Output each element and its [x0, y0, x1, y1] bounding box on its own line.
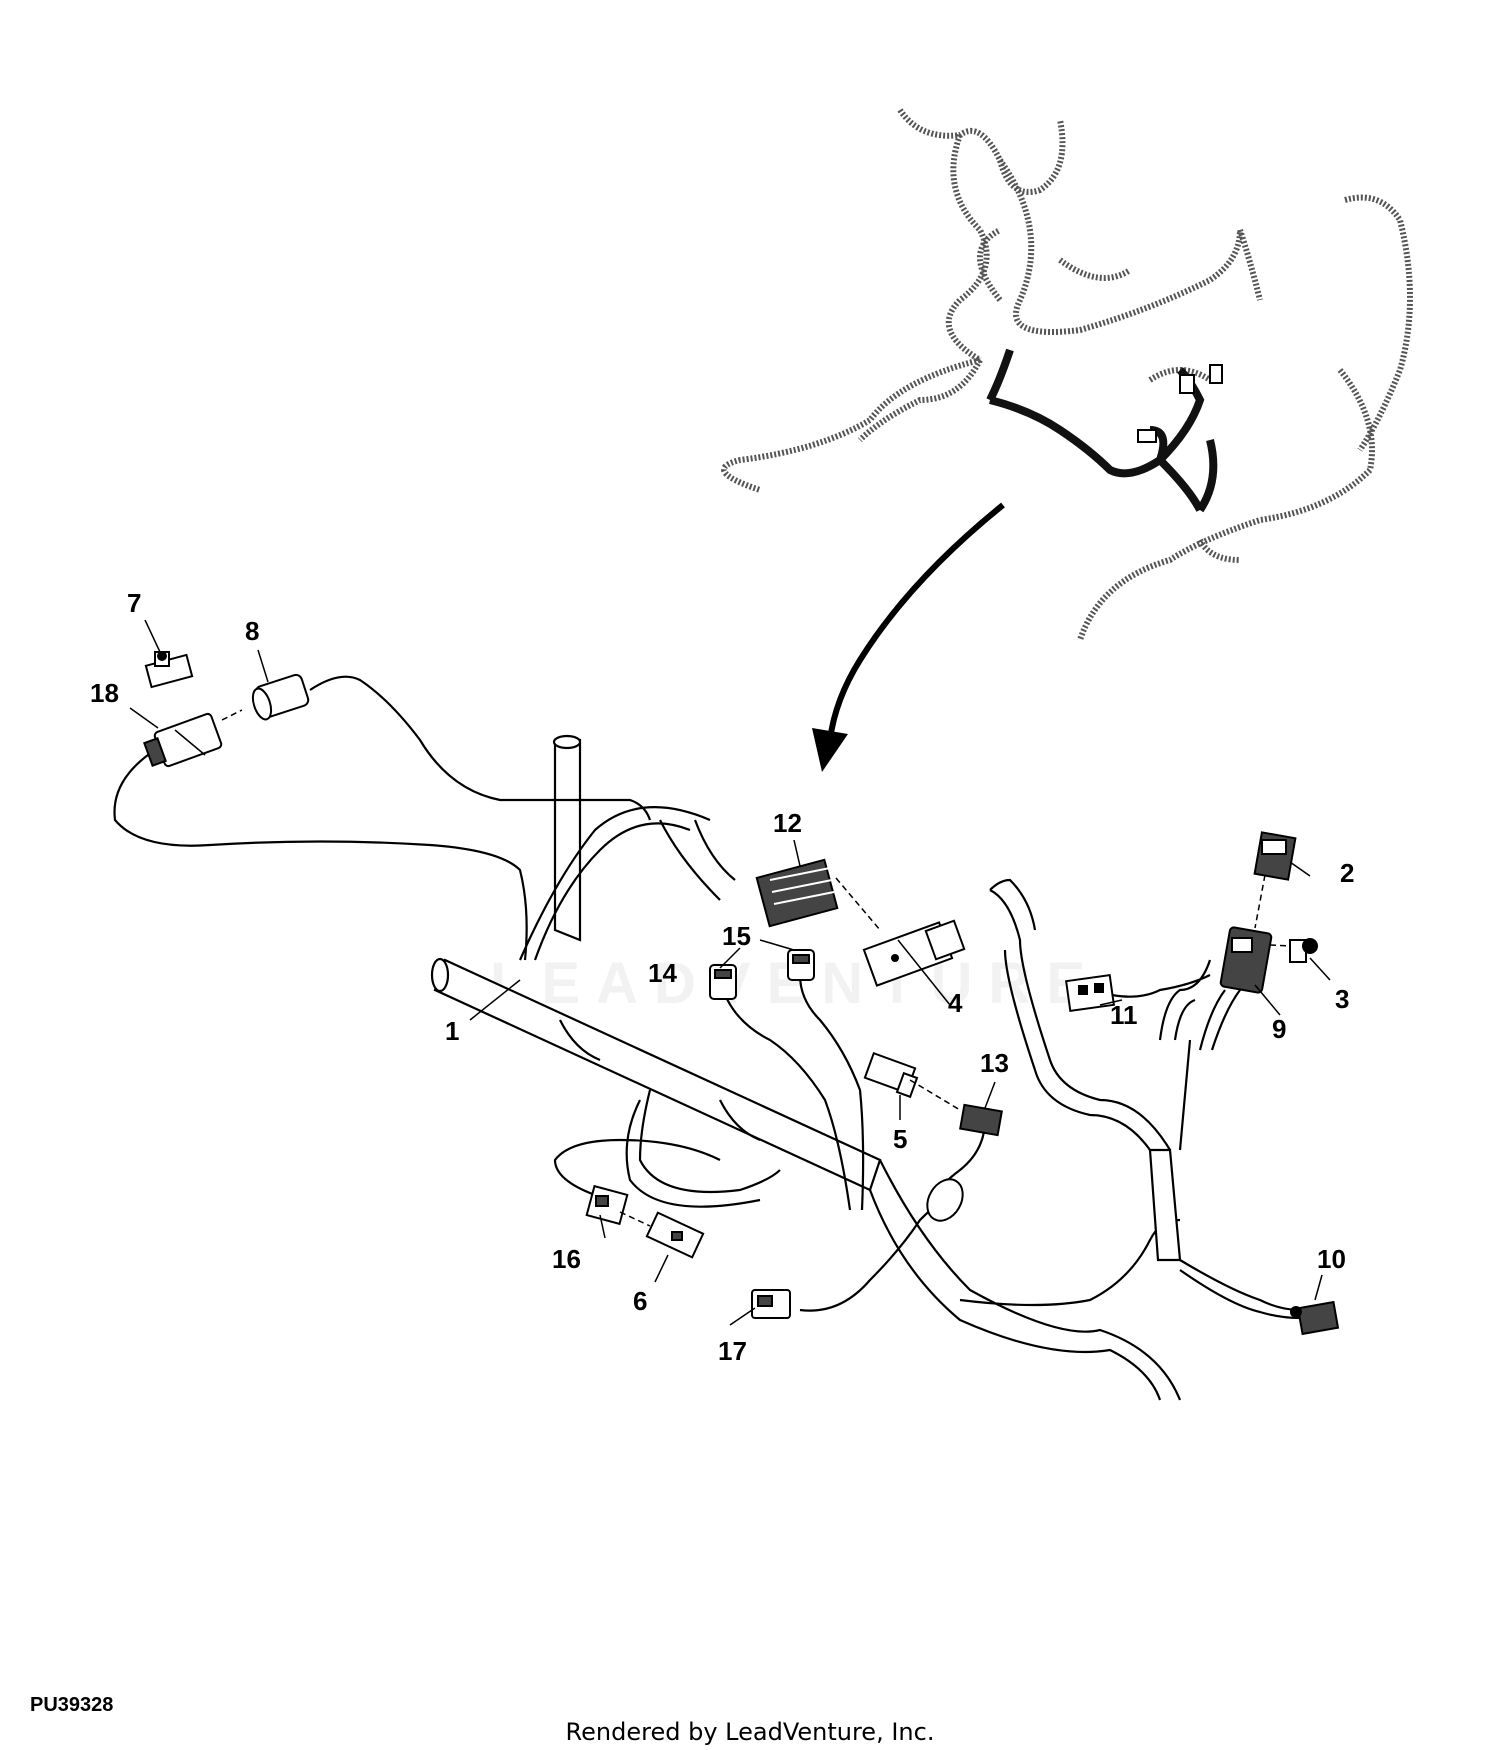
connector-item-7 [144, 651, 194, 689]
callout-10: 10 [1317, 1244, 1346, 1274]
connector-item-11 [1064, 973, 1211, 1013]
callout-2: 2 [1340, 858, 1354, 888]
callout-11: 11 [1110, 1000, 1138, 1030]
connector-item-15 [787, 949, 815, 981]
connector-item-4 [862, 919, 966, 987]
callout-14: 14 [648, 958, 677, 988]
callout-8: 8 [245, 616, 259, 646]
overview-connector-a [1137, 429, 1157, 443]
callout-5: 5 [893, 1124, 907, 1154]
callout-12: 12 [773, 808, 802, 838]
connector-item-3 [1289, 938, 1318, 963]
connector-item-16 [585, 1184, 629, 1226]
connector-item-6 [645, 1211, 705, 1259]
callout-7: 7 [127, 588, 141, 618]
overview-harness-inset [721, 108, 1413, 641]
callout-3: 3 [1335, 984, 1349, 1014]
connector-item-18 [143, 712, 223, 768]
callout-13: 13 [980, 1048, 1009, 1078]
connectors [143, 651, 1340, 1336]
connector-item-9 [1219, 926, 1273, 994]
connector-item-10 [1290, 1300, 1340, 1336]
connector-item-13 [959, 1103, 1003, 1137]
callout-16: 16 [552, 1244, 581, 1274]
connector-item-12 [755, 858, 839, 928]
callout-labels: 1 2 3 4 5 6 7 8 9 10 11 12 13 14 15 16 1… [90, 588, 1354, 1366]
connector-item-17 [751, 1289, 791, 1319]
callout-9: 9 [1272, 1014, 1286, 1044]
detail-pointer-arrow [812, 502, 1005, 772]
connector-item-5 [863, 1051, 919, 1099]
overview-connector-c [1209, 364, 1223, 384]
callout-4: 4 [948, 988, 963, 1018]
connector-item-14 [709, 964, 737, 1000]
callout-1: 1 [445, 1016, 459, 1046]
branch-wires [113, 675, 1241, 1312]
callout-18: 18 [90, 678, 119, 708]
leader-lines [129, 619, 1331, 1326]
main-harness [430, 734, 1301, 1401]
figure-id-label: PU39328 [30, 1694, 114, 1716]
callout-17: 17 [718, 1336, 747, 1366]
overview-connector-b [1179, 374, 1195, 394]
connector-item-2 [1253, 831, 1297, 881]
callout-15: 15 [722, 921, 751, 951]
connector-item-8 [251, 673, 310, 721]
callout-6: 6 [633, 1286, 647, 1316]
render-credit-footer: Rendered by LeadVenture, Inc. [565, 1718, 935, 1746]
